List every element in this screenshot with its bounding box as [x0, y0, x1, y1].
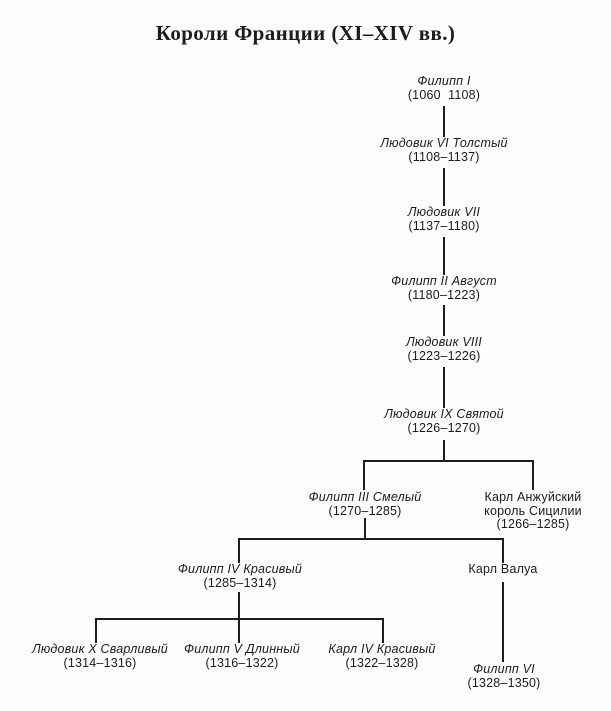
node-filipp-6: Филипп VI (1328–1350)	[434, 662, 574, 690]
person-name: Людовик VI Толстый	[380, 136, 508, 150]
person-dates: (1223–1226)	[407, 348, 481, 363]
person-name: Карл Анжуйский	[484, 490, 582, 504]
person-dates: (1314–1316)	[63, 655, 137, 670]
connector-line	[238, 592, 240, 618]
person-dates: (1270–1285)	[328, 503, 402, 518]
person-name: Карл Валуа	[468, 562, 538, 576]
connector-line	[502, 582, 504, 662]
node-filipp-4: Филипп IV Красивый (1285–1314)	[145, 562, 335, 590]
connector-line	[238, 538, 240, 563]
person-name: Людовик VII	[407, 205, 481, 219]
connector-line	[443, 168, 445, 206]
node-filipp-2: Филипп II Август (1180–1223)	[354, 274, 534, 302]
person-dates: (1322–1328)	[345, 655, 419, 670]
node-lyudovik-8: Людовик VIII (1223–1226)	[364, 335, 524, 363]
person-title: король Сицилии	[484, 503, 582, 518]
connector-line	[382, 618, 384, 643]
person-dates: (1060 1108)	[407, 87, 481, 102]
person-name: Людовик VIII	[406, 335, 482, 349]
connector-line	[363, 460, 534, 462]
connector-line	[443, 367, 445, 408]
person-name: Филипп II Август	[391, 274, 497, 288]
connector-line	[443, 440, 445, 460]
node-filipp-3: Филипп III Смелый (1270–1285)	[270, 490, 460, 518]
person-name: Филипп III Смелый	[308, 490, 422, 504]
node-karl-4: Карл IV Красивый (1322–1328)	[297, 642, 467, 670]
node-karl-valua: Карл Валуа	[445, 562, 561, 577]
connector-line	[502, 538, 504, 563]
connector-line	[95, 618, 97, 643]
person-name: Карл IV Красивый	[328, 642, 436, 656]
connector-line	[238, 618, 240, 643]
node-karl-anjou: Карл Анжуйский король Сицилии (1266–1285…	[443, 490, 611, 532]
person-dates: (1108–1137)	[408, 149, 480, 164]
diagram-title: Короли Франции (XI–XIV вв.)	[155, 21, 456, 45]
node-lyudovik-6: Людовик VI Толстый (1108–1137)	[334, 136, 554, 164]
node-lyudovik-9: Людовик IX Святой (1226–1270)	[344, 407, 544, 435]
connector-line	[532, 460, 534, 490]
person-name: Людовик X Сварливый	[32, 642, 168, 656]
person-name: Людовик IX Святой	[384, 407, 504, 421]
connector-line	[363, 460, 365, 490]
connector-line	[443, 237, 445, 275]
node-filipp-1: Филипп I (1060 1108)	[364, 74, 524, 102]
connector-line	[364, 518, 366, 538]
node-filipp-5: Филипп V Длинный (1316–1322)	[157, 642, 327, 670]
person-dates: (1328–1350)	[467, 675, 541, 690]
person-name: Филипп VI	[473, 662, 535, 676]
node-lyudovik-7: Людовик VII (1137–1180)	[364, 205, 524, 233]
person-dates: (1180–1223)	[407, 287, 481, 302]
person-dates: (1226–1270)	[407, 420, 481, 435]
person-name: Филипп V Длинный	[184, 642, 300, 656]
connector-line	[443, 305, 445, 336]
connector-line	[238, 538, 504, 540]
node-lyudovik-10: Людовик X Сварливый (1314–1316)	[2, 642, 198, 670]
person-name: Филипп IV Красивый	[177, 562, 303, 576]
person-dates: (1137–1180)	[408, 218, 480, 233]
person-dates: (1316–1322)	[205, 655, 279, 670]
person-dates: (1266–1285)	[496, 517, 570, 531]
connector-line	[443, 106, 445, 137]
person-name: Филипп I	[417, 74, 471, 88]
person-dates: (1285–1314)	[203, 575, 277, 590]
